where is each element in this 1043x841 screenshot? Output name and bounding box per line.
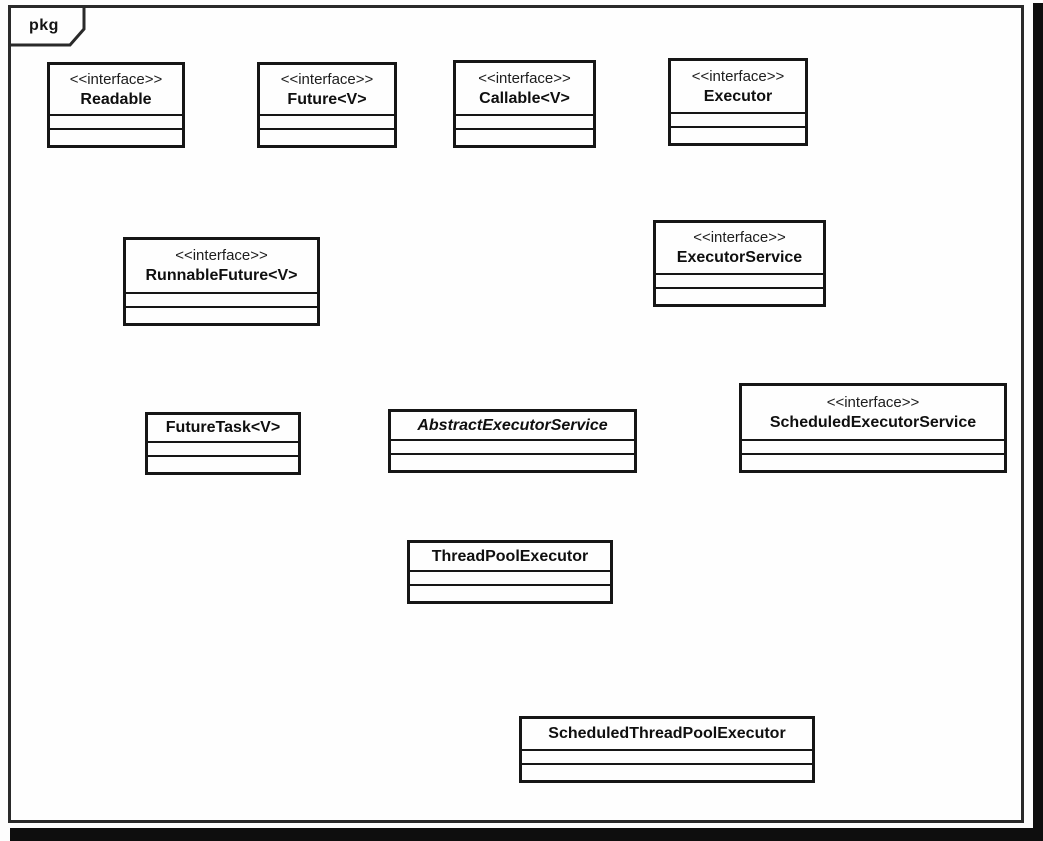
class-name: ScheduledExecutorService (769, 413, 977, 431)
class-name: ThreadPoolExecutor (431, 547, 589, 565)
operations-compartment (671, 126, 805, 143)
class-name: Executor (703, 87, 773, 105)
attributes-compartment (671, 112, 805, 126)
class-executor: <<interface>> Executor (668, 58, 808, 146)
class-threadpoolexecutor: ThreadPoolExecutor (407, 540, 613, 604)
attributes-compartment (391, 439, 634, 453)
operations-compartment (742, 453, 1004, 470)
class-name: FutureTask<V> (165, 419, 281, 436)
stereotype-label: <<interface>> (826, 393, 920, 411)
class-name: Future<V> (287, 90, 367, 108)
attributes-compartment (522, 749, 812, 763)
attributes-compartment (456, 114, 593, 128)
window-shadow-right (1033, 3, 1043, 841)
stereotype-label: <<interface>> (693, 229, 786, 246)
operations-compartment (50, 128, 182, 145)
attributes-compartment (656, 273, 823, 287)
class-scheduledthreadpoolexecutor: ScheduledThreadPoolExecutor (519, 716, 815, 783)
attributes-compartment (410, 570, 610, 584)
class-name: ExecutorService (676, 249, 803, 266)
attributes-compartment (260, 114, 394, 128)
operations-compartment (260, 128, 394, 145)
class-name: Callable<V> (479, 89, 570, 107)
class-name: Readable (80, 90, 152, 108)
window-shadow-bottom (10, 828, 1043, 841)
class-runnablefuture: <<interface>> RunnableFuture<V> (123, 237, 320, 326)
package-tab (8, 5, 86, 47)
class-callable: <<interface>> Callable<V> (453, 60, 596, 148)
class-executorservice: <<interface>> ExecutorService (653, 220, 826, 307)
operations-compartment (656, 287, 823, 304)
attributes-compartment (50, 114, 182, 128)
operations-compartment (410, 584, 610, 601)
class-name: ScheduledThreadPoolExecutor (548, 725, 786, 742)
operations-compartment (456, 128, 593, 145)
class-scheduledexecutorservice: <<interface>> ScheduledExecutorService (739, 383, 1007, 473)
attributes-compartment (148, 441, 298, 455)
class-futuretask: FutureTask<V> (145, 412, 301, 475)
attributes-compartment (126, 292, 317, 306)
operations-compartment (391, 453, 634, 470)
class-name: AbstractExecutorService (417, 416, 608, 434)
class-name: RunnableFuture<V> (145, 267, 298, 284)
stereotype-label: <<interface>> (478, 69, 571, 87)
class-abstractexecutorservice: AbstractExecutorService (388, 409, 637, 473)
operations-compartment (148, 455, 298, 472)
stereotype-label: <<interface>> (280, 70, 374, 88)
package-label: pkg (29, 17, 59, 34)
operations-compartment (522, 763, 812, 780)
operations-compartment (126, 306, 317, 323)
stereotype-label: <<interface>> (175, 247, 268, 264)
class-readable: <<interface>> Readable (47, 62, 185, 148)
stereotype-label: <<interface>> (69, 70, 163, 88)
class-future: <<interface>> Future<V> (257, 62, 397, 148)
stereotype-label: <<interface>> (691, 67, 785, 85)
attributes-compartment (742, 439, 1004, 453)
